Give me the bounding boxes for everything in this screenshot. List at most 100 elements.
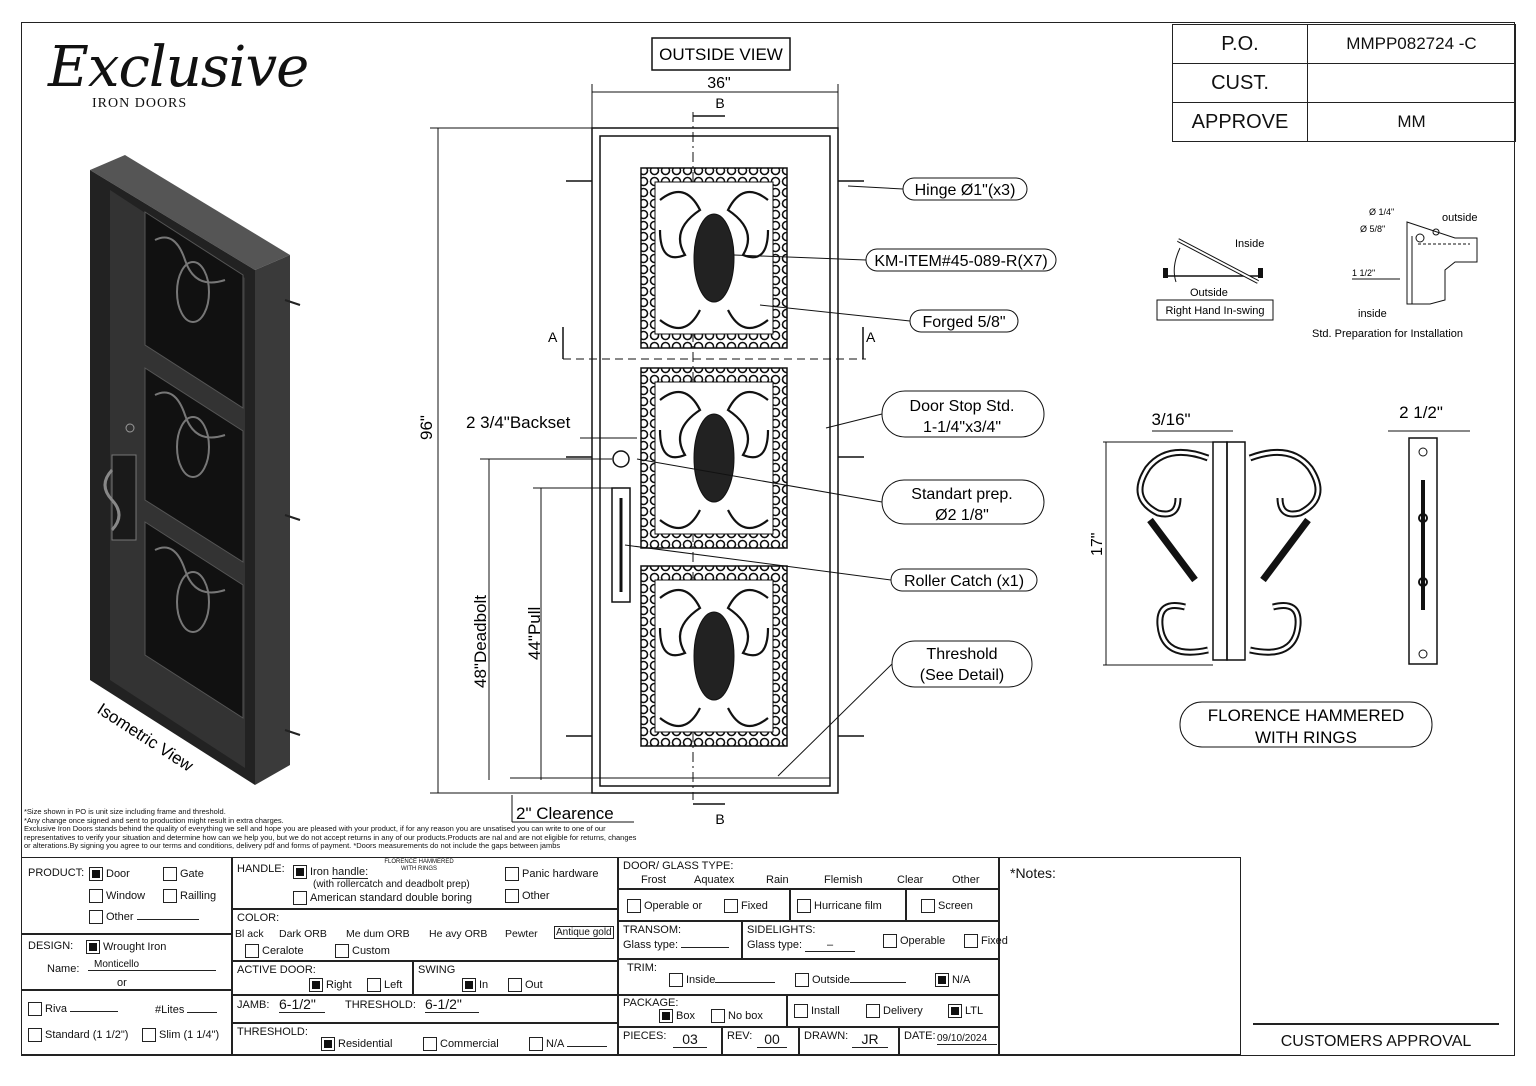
pieces-label: PIECES: — [623, 1030, 667, 1042]
disclaimer-line: representatives to verify your situation… — [24, 832, 637, 842]
railing-checkbox[interactable] — [163, 889, 177, 903]
panic-checkbox[interactable] — [505, 867, 519, 881]
callout-prep-diameter: Ø2 1/8" — [935, 507, 989, 524]
delivery-checkbox[interactable] — [866, 1004, 880, 1018]
glass-clear: Clear — [897, 874, 924, 886]
window-checkbox[interactable] — [89, 889, 103, 903]
custom-label: Custom — [352, 944, 390, 957]
custom-checkbox[interactable] — [335, 944, 349, 958]
active-door-label: ACTIVE DOOR: — [237, 964, 316, 976]
glass-other: Other — [952, 874, 980, 886]
box-checkbox[interactable] — [659, 1009, 673, 1023]
clearance-label: 2" Clearence — [516, 804, 614, 823]
swing-diagram: Inside Outside Right Hand In-swing — [1156, 238, 1274, 321]
prep-d2: Ø 5/8" — [1360, 224, 1385, 234]
screen-checkbox[interactable] — [921, 899, 935, 913]
trim-outside-label: Outside — [812, 973, 850, 986]
notes-section[interactable]: *Notes: — [999, 857, 1241, 1055]
fixed-label: Fixed — [741, 899, 768, 912]
backset-dimension: 2 3/4"Backset — [466, 413, 571, 432]
handle-name-2: WITH RINGS — [1255, 728, 1357, 747]
swing-label: SWING — [418, 964, 456, 976]
gate-checkbox[interactable] — [163, 867, 177, 881]
railing-label: Railling — [180, 889, 217, 902]
riva-label: Riva — [45, 1002, 68, 1015]
swing-outside: Outside — [1190, 287, 1228, 299]
ltl-checkbox[interactable] — [948, 1004, 962, 1018]
glass-frost: Frost — [641, 874, 667, 886]
out-checkbox[interactable] — [508, 978, 522, 992]
jamb-section: JAMB: 6-1/2" THRESHOLD: 6-1/2" — [232, 995, 618, 1023]
glass-rain: Rain — [766, 874, 789, 886]
ceralote-label: Ceralote — [262, 944, 304, 957]
drawn-section: DRAWN: JR — [799, 1027, 899, 1055]
fixed2-label: Fixed — [981, 934, 1008, 947]
threshold-field[interactable]: 6-1/2" — [425, 996, 479, 1013]
pull-dimension: 44"Pull — [525, 607, 544, 660]
operable-checkbox[interactable] — [627, 899, 641, 913]
commercial-checkbox[interactable] — [423, 1037, 437, 1051]
jamb-field[interactable]: 6-1/2" — [279, 996, 325, 1013]
trim-na-checkbox[interactable] — [935, 973, 949, 987]
section-b-top: B — [715, 95, 724, 111]
residential-label: Residential — [338, 1037, 393, 1050]
color-section: COLOR: Bl ack Dark ORB Me dum ORB He avy… — [232, 909, 618, 961]
right-checkbox[interactable] — [309, 978, 323, 992]
po-label: P.O. — [1172, 24, 1308, 64]
trim-inside-checkbox[interactable] — [669, 973, 683, 987]
logo-script: Exclusive — [48, 35, 309, 100]
or2-label: or — [692, 899, 703, 912]
nobox-checkbox[interactable] — [711, 1009, 725, 1023]
color-pewter: Pewter — [505, 928, 538, 940]
riva-checkbox[interactable] — [28, 1002, 42, 1016]
threshold-na-checkbox[interactable] — [529, 1037, 543, 1051]
standard-checkbox[interactable] — [28, 1028, 42, 1042]
wrought-checkbox[interactable] — [86, 940, 100, 954]
iron-checkbox[interactable] — [293, 865, 307, 879]
color-antique-gold[interactable]: Antique gold — [554, 926, 614, 939]
wrought-label: Wrought Iron — [103, 940, 167, 953]
date-label: DATE: — [904, 1030, 936, 1042]
install-checkbox[interactable] — [794, 1004, 808, 1018]
trim-outside-checkbox[interactable] — [795, 973, 809, 987]
other-checkbox[interactable] — [89, 910, 103, 924]
door-checkbox[interactable] — [89, 867, 103, 881]
with-roller-label: (with rollercatch and deadbolt prep) — [313, 879, 470, 890]
trim-inside-label: Inside — [686, 973, 716, 986]
left-checkbox[interactable] — [367, 978, 381, 992]
section-a-right: A — [866, 329, 876, 345]
name-field[interactable]: Monticello — [88, 959, 216, 971]
fixed-checkbox[interactable] — [724, 899, 738, 913]
slim-checkbox[interactable] — [142, 1028, 156, 1042]
operable2-checkbox[interactable] — [883, 934, 897, 948]
drawn-field[interactable]: JR — [852, 1031, 888, 1048]
color-dark-orb: Dark ORB — [279, 928, 327, 940]
notes-label: *Notes: — [1010, 865, 1056, 881]
date-field[interactable]: 09/10/2024 — [937, 1033, 997, 1045]
approve-value: MM — [1307, 102, 1516, 142]
product-label: PRODUCT: — [28, 867, 85, 879]
install-label: Install — [811, 1004, 840, 1017]
handle-other-checkbox[interactable] — [505, 889, 519, 903]
residential-checkbox[interactable] — [321, 1037, 335, 1051]
rev-field[interactable]: 00 — [757, 1031, 787, 1048]
handle-drawing: 3/16" 17" 2 1/2" FLORENCE HAMMERED — [1089, 403, 1470, 748]
sidelights-glass-value[interactable]: – — [805, 939, 856, 952]
pieces-section: PIECES: 03 — [618, 1027, 722, 1055]
ceralote-checkbox[interactable] — [245, 944, 259, 958]
fixed2-checkbox[interactable] — [964, 934, 978, 948]
width-dimension: 36" — [707, 75, 730, 92]
product-section: PRODUCT: Door Gate Window Railling Other — [21, 857, 232, 934]
right-label: Right — [326, 978, 352, 991]
in-checkbox[interactable] — [462, 978, 476, 992]
pieces-field[interactable]: 03 — [673, 1031, 707, 1048]
isometric-view: Isometric View — [90, 155, 301, 785]
handle-depth-dim: 2 1/2" — [1399, 403, 1443, 422]
callout-door-stop-size: 1-1/4"x3/4" — [923, 419, 1001, 436]
american-checkbox[interactable] — [293, 891, 307, 905]
name-label: Name: — [47, 963, 80, 975]
glass-flemish: Flemish — [824, 874, 863, 886]
section-b-bottom: B — [715, 811, 724, 827]
nobox-label: No box — [728, 1009, 763, 1022]
hurricane-checkbox[interactable] — [797, 899, 811, 913]
